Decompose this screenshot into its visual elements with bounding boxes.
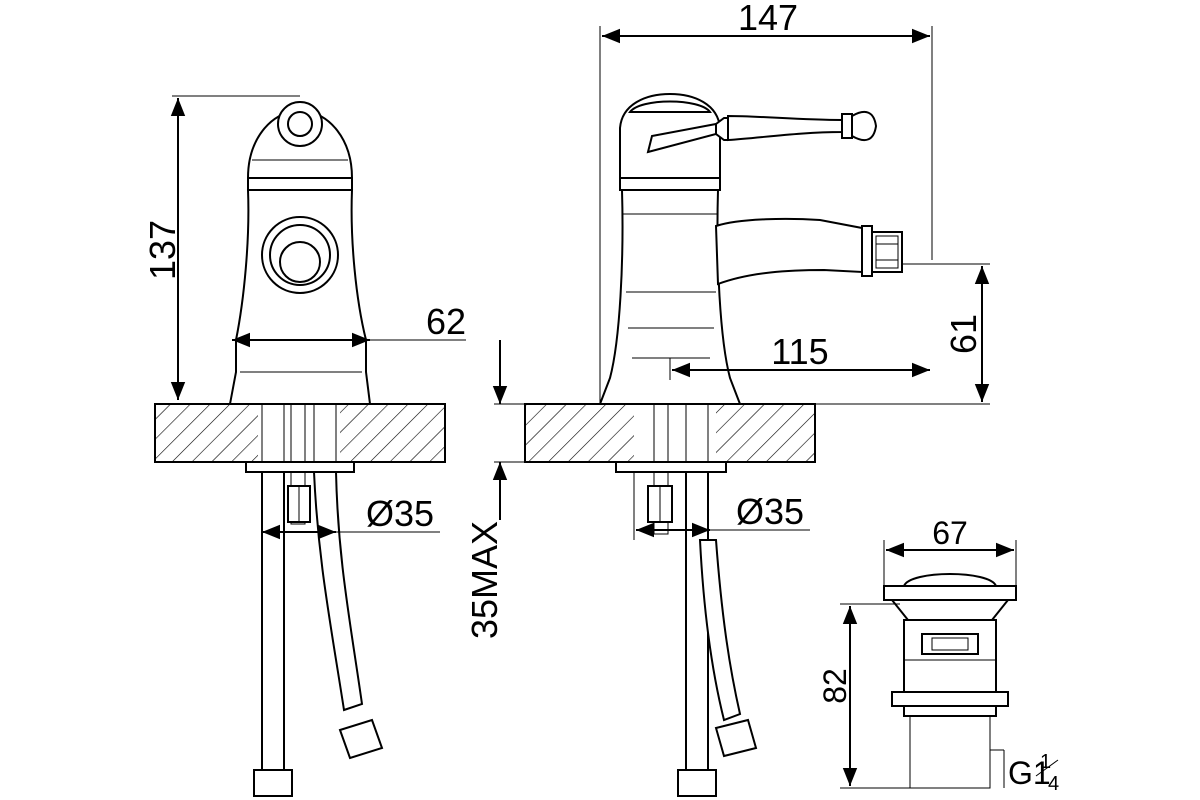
side-view: 147 115 61 Ø35 [524,0,990,797]
overall-length-label: 147 [738,0,798,38]
hole-diameter-side-label: Ø35 [736,491,804,532]
max-thickness-label: 35MAX [464,521,505,639]
drain-height-label: 82 [817,668,853,704]
base-width-label: 62 [426,301,466,342]
spout-reach-label: 115 [771,331,828,372]
spout-height-label: 61 [943,314,984,354]
front-height-label: 137 [142,220,183,280]
thickness-dimension: 35MAX [464,340,600,639]
hole-diameter-front-label: Ø35 [366,493,434,534]
drain-width-label: 67 [932,515,968,551]
front-view: 137 62 Ø35 [142,95,466,797]
drain-thread-label: G1 [1008,755,1051,791]
drain-thread-numerator: 1 [1040,751,1051,773]
drain-thread-denominator: 4 [1048,773,1059,795]
drain-view: 67 82 G1 1 4 [817,515,1059,795]
